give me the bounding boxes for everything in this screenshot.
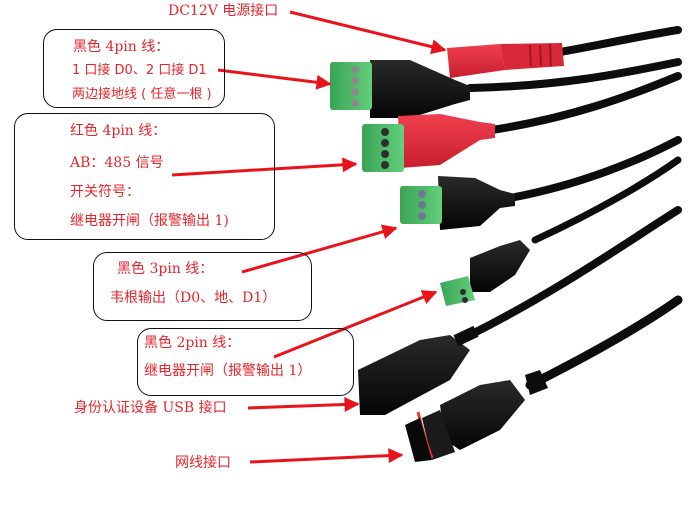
red-4pin-line2: 开关符号： (70, 184, 140, 200)
black-3pin-terminal (400, 176, 515, 230)
black-3pin-title: 黑色 3pin 线： (117, 261, 214, 277)
cable-black-3pin (506, 136, 682, 202)
arrow-black-3pin (241, 224, 398, 274)
arrow-dc-power (289, 10, 447, 55)
usb-label: 身份认证设备 USB 接口 (74, 400, 227, 416)
arrow-usb (247, 396, 360, 412)
dc-power-jack (447, 43, 564, 78)
cable-rj45 (525, 295, 683, 390)
arrow-black-2pin (273, 290, 438, 359)
cable-black-2pin (531, 156, 682, 244)
red-4pin-callout (14, 113, 275, 240)
red-4pin-line1: AB：485 信号 (70, 155, 164, 171)
arrow-network (249, 448, 404, 464)
black-2pin-title: 黑色 2pin 线： (144, 335, 241, 351)
black-4pin-line2: 两边接地线 ( 任意一根 ) (72, 87, 212, 102)
red-4pin-line3: 继电器开闸（报警输出 1) (70, 213, 229, 229)
arrow-red-4pin (171, 157, 358, 177)
arrows (171, 10, 447, 464)
black-2pin-line1: 继电器开闸（报警输出 1） (144, 363, 312, 379)
black-3pin-callout (93, 252, 312, 321)
rj45-waterproof-port (405, 370, 548, 462)
red-4pin-terminal (362, 114, 495, 172)
cables (466, 26, 683, 390)
black-4pin-line1: 1 口接 D0、2 口接 D1 (72, 63, 207, 78)
black-4pin-title: 黑色 4pin 线： (73, 39, 170, 55)
red-4pin-title: 红色 4pin 线： (70, 123, 167, 139)
network-label: 网线接口 (175, 455, 231, 471)
cable-red-4pin (488, 72, 682, 134)
cable-usb (466, 206, 682, 339)
black-2pin-terminal (440, 240, 530, 306)
cable-black-4pin (466, 58, 682, 92)
cable-dc (556, 26, 682, 56)
black-4pin-terminal (330, 60, 470, 118)
dc-power-label: DC12V 电源接口 (168, 3, 279, 19)
black-4pin-callout (43, 29, 225, 108)
black-3pin-line1: 韦根输出（D0、地、D1） (110, 290, 277, 306)
arrow-black-4pin (217, 68, 332, 90)
black-2pin-callout (137, 328, 354, 396)
usb-female-port (358, 325, 479, 415)
